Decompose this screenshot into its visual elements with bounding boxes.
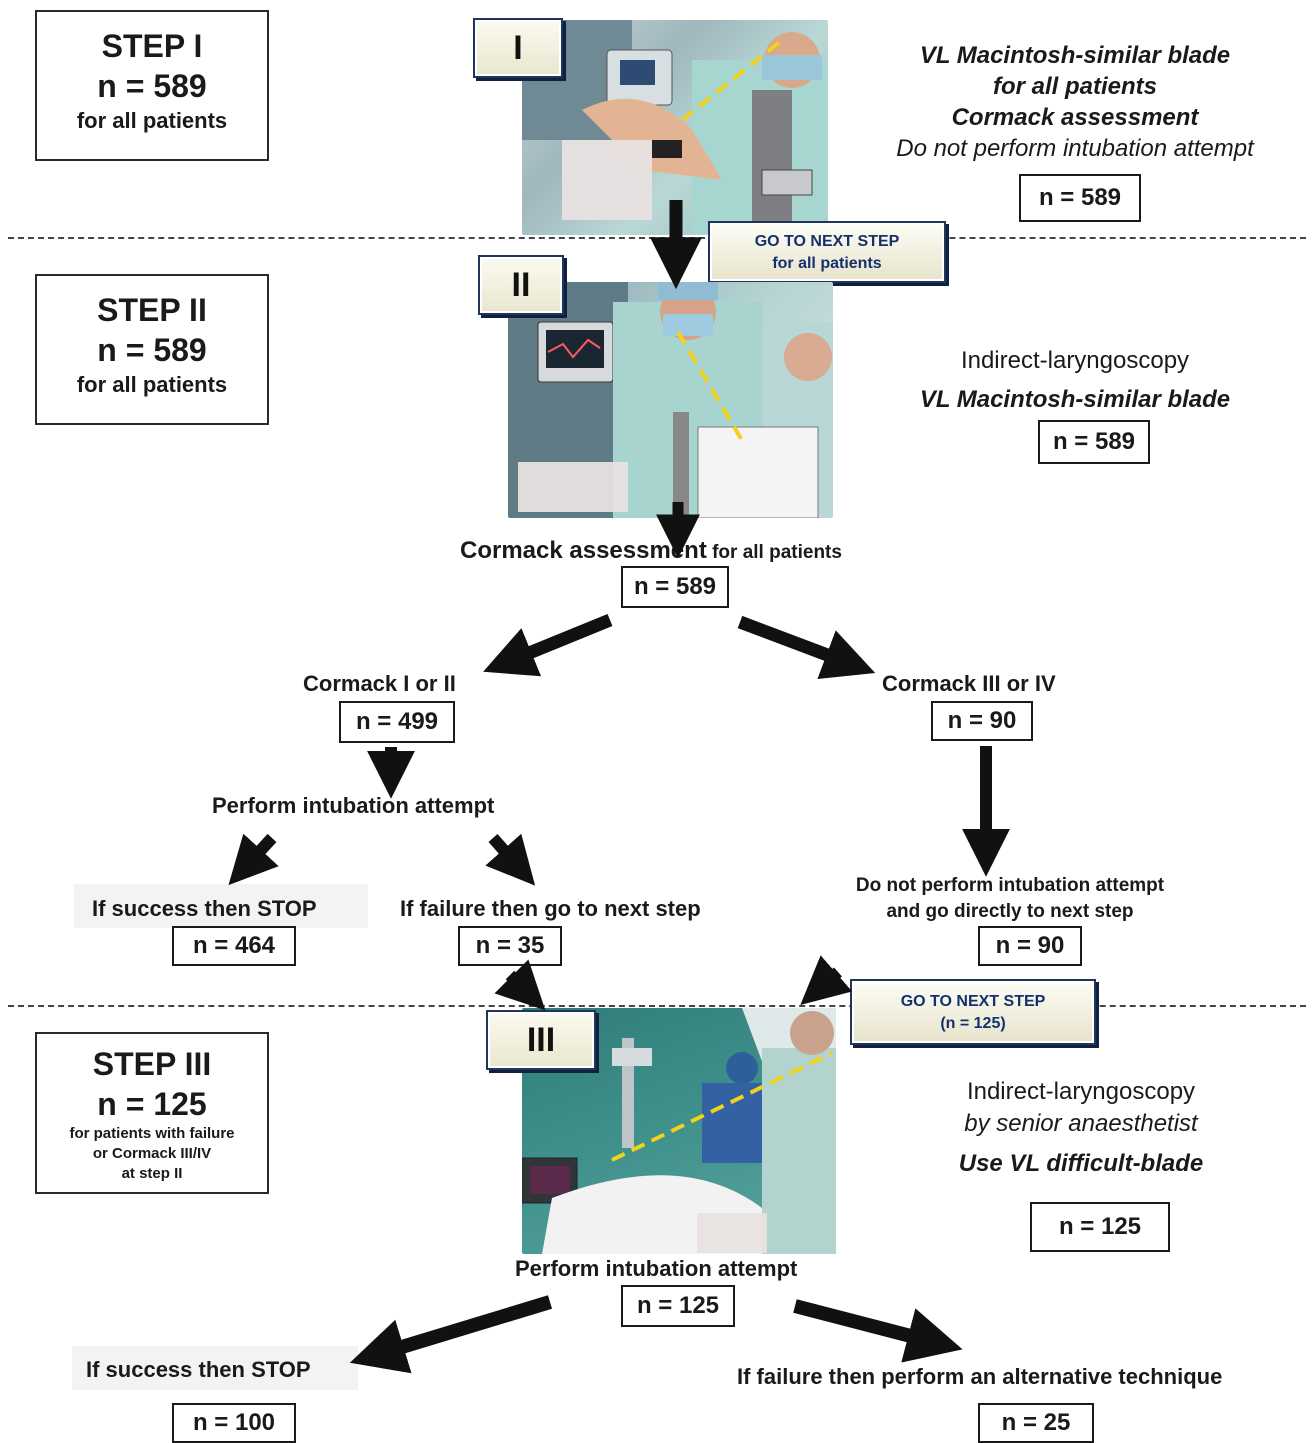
cormack-3-4-label: Cormack III or IV bbox=[882, 671, 1056, 696]
step-2-desc-line-1: Indirect-laryngoscopy bbox=[960, 347, 1190, 374]
step-2-subtitle: for all patients bbox=[76, 372, 228, 397]
cormack-assessment-count-box: n = 589 bbox=[621, 566, 729, 608]
skip-intubation-line-1: Do not perform intubation attempt bbox=[855, 875, 1165, 896]
cormack-3-4-count-box: n = 90 bbox=[931, 701, 1033, 741]
step-1-subtitle: for all patients bbox=[76, 108, 228, 133]
step-2-roman-badge: II bbox=[478, 255, 564, 315]
step-2-desc-count-box: n = 589 bbox=[1038, 420, 1150, 464]
perform-intubation-attempt-label: Perform intubation attempt bbox=[212, 793, 495, 818]
step-separator-2 bbox=[8, 1005, 1306, 1007]
go-to-next-step-2-line-1: GO TO NEXT STEP bbox=[900, 993, 1046, 1010]
step-3-photo bbox=[522, 1008, 836, 1254]
step-3-desc-line-3: Use VL difficult-blade bbox=[958, 1150, 1204, 1177]
step-1-count: n = 589 bbox=[97, 68, 207, 104]
step-1-box: STEP I n = 589 for all patients bbox=[35, 10, 269, 161]
go-to-next-step-2-line-2: (n = 125) bbox=[940, 1015, 1006, 1032]
step-2-desc-line-2: VL Macintosh-similar blade bbox=[919, 386, 1231, 413]
arrow-to-success bbox=[228, 833, 279, 886]
step-3-sub-line-2: or Cormack III/IV bbox=[92, 1145, 212, 1162]
step-1-description: VL Macintosh-similar blade for all patie… bbox=[865, 40, 1285, 164]
step-2-photo bbox=[508, 282, 833, 518]
step-3-success-label: If success then STOP bbox=[86, 1357, 311, 1382]
cormack-assessment-label-small: for all patients bbox=[706, 542, 842, 563]
step-3-box: STEP III n = 125 for patients with failu… bbox=[35, 1032, 269, 1194]
step-2-failure-label: If failure then go to next step bbox=[400, 896, 701, 921]
step-3-action-count-box: n = 125 bbox=[621, 1285, 735, 1327]
step-3-sub-line-3: at step II bbox=[121, 1165, 183, 1182]
step-3-title: STEP III bbox=[92, 1046, 212, 1082]
step-1-desc-line-2: for all patients bbox=[992, 73, 1158, 100]
step-3-action-label: Perform intubation attempt bbox=[515, 1256, 798, 1281]
arrow-to-cormack-1-2 bbox=[483, 613, 613, 677]
step-3-roman-badge: III bbox=[486, 1010, 596, 1070]
arrow-to-failure bbox=[485, 833, 536, 886]
step-2-photo-scene bbox=[508, 282, 833, 518]
step-1-photo-scene bbox=[522, 20, 828, 235]
arrow-failure-to-step3 bbox=[494, 959, 546, 1011]
step-2-success-count-box: n = 464 bbox=[172, 926, 296, 966]
step-2-title: STEP II bbox=[97, 292, 207, 328]
step-3-description: Indirect-laryngoscopy by senior anaesthe… bbox=[900, 1076, 1262, 1188]
step-2-box: STEP II n = 589 for all patients bbox=[35, 274, 269, 425]
go-to-next-step-2: GO TO NEXT STEP (n = 125) bbox=[850, 979, 1096, 1045]
step-3-sub-line-1: for patients with failure bbox=[69, 1125, 235, 1142]
step-1-roman-badge: I bbox=[473, 18, 563, 78]
go-to-next-step-1-line-1: GO TO NEXT STEP bbox=[754, 233, 900, 250]
skip-intubation-count-box: n = 90 bbox=[978, 926, 1082, 966]
step-1-photo bbox=[522, 20, 828, 235]
step-1-desc-line-1: VL Macintosh-similar blade bbox=[919, 42, 1231, 69]
step-1-desc-line-3: Cormack assessment bbox=[951, 104, 1199, 131]
skip-intubation-line-2: and go directly to next step bbox=[886, 901, 1134, 922]
step-2-description: Indirect-laryngoscopy VL Macintosh-simil… bbox=[870, 343, 1280, 421]
step-2-count: n = 589 bbox=[97, 332, 207, 368]
arrow-skip-to-step3 bbox=[800, 955, 853, 1005]
step-3-desc-count-box: n = 125 bbox=[1030, 1202, 1170, 1252]
cormack-1-2-label: Cormack I or II bbox=[303, 671, 456, 696]
step-3-failure-label: If failure then perform an alternative t… bbox=[737, 1364, 1223, 1389]
step-3-photo-scene bbox=[522, 1008, 836, 1254]
step-1-desc-count-box: n = 589 bbox=[1019, 174, 1141, 222]
success-label-background bbox=[74, 884, 368, 928]
step-1-desc-line-4: Do not perform intubation attempt bbox=[896, 135, 1254, 162]
arrow-to-cormack-3-4 bbox=[737, 615, 876, 679]
step-3-desc-line-2: by senior anaesthetist bbox=[964, 1110, 1198, 1137]
step-1-title: STEP I bbox=[101, 28, 203, 64]
step-2-success-label: If success then STOP bbox=[92, 896, 317, 921]
step-3-success-label-background bbox=[72, 1346, 358, 1390]
step-3-desc-line-1: Indirect-laryngoscopy bbox=[966, 1078, 1196, 1105]
skip-intubation-text: Do not perform intubation attempt and go… bbox=[800, 873, 1220, 925]
cormack-1-2-count-box: n = 499 bbox=[339, 701, 455, 743]
go-to-next-step-1-line-2: for all patients bbox=[772, 255, 882, 272]
arrow-to-step3-failure bbox=[793, 1299, 963, 1363]
step-3-count: n = 125 bbox=[97, 1086, 207, 1122]
arrow-to-step3-success bbox=[349, 1295, 553, 1374]
